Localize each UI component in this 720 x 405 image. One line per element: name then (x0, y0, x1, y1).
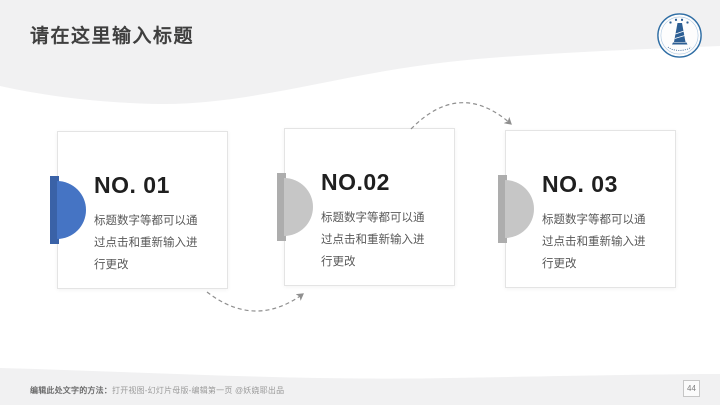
accent-bar (50, 176, 59, 244)
step-card-2[interactable]: NO.02 标题数字等都可以通过点击和重新输入进行更改 (277, 128, 455, 286)
slide-title[interactable]: 请在这里输入标题 (30, 26, 195, 47)
dashed-arrow-1 (206, 291, 304, 312)
card-number[interactable]: NO. 03 (542, 171, 618, 197)
page-number-badge: 44 (683, 380, 700, 397)
university-emblem-icon (657, 13, 702, 58)
footer-instructions-detail: 打开视图-幻灯片母版-编辑第一页 @妖娆耶出品 (112, 386, 285, 395)
accent-bar (277, 173, 286, 241)
step-card-1[interactable]: NO. 01 标题数字等都可以通过点击和重新输入进行更改 (50, 131, 228, 289)
step-card-3[interactable]: NO. 03 标题数字等都可以通过点击和重新输入进行更改 (498, 130, 676, 288)
card-body-text[interactable]: 标题数字等都可以通过点击和重新输入进行更改 (94, 215, 198, 271)
card-body-text[interactable]: 标题数字等都可以通过点击和重新输入进行更改 (542, 214, 646, 270)
footer-instructions: 编辑此处文字的方法：打开视图-幻灯片母版-编辑第一页 @妖娆耶出品 (30, 385, 284, 396)
card-number[interactable]: NO. 01 (94, 172, 170, 198)
footer-instructions-label: 编辑此处文字的方法： (30, 386, 112, 395)
card-number[interactable]: NO.02 (321, 169, 390, 195)
card-body-text[interactable]: 标题数字等都可以通过点击和重新输入进行更改 (321, 212, 425, 268)
dashed-arrow-2 (410, 102, 512, 130)
accent-bar (498, 175, 507, 243)
